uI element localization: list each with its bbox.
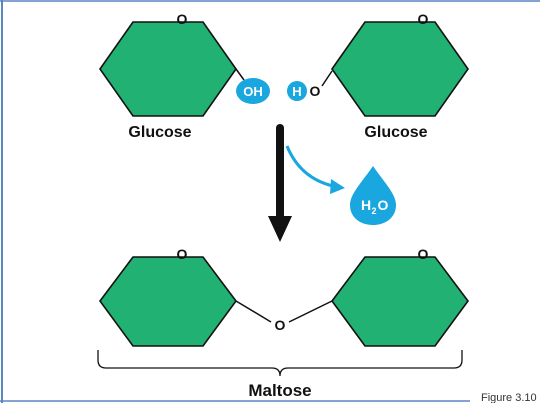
water-o: O [378,197,389,213]
water-subscript: 2 [371,206,376,216]
right-oxygen-label: O [310,83,321,99]
bridge-oxygen-label: O [275,317,286,333]
hydroxyl-bubble [236,78,270,104]
glycosidic-bond-left [235,300,272,323]
ring-oxygen-left: O [177,11,188,27]
maltose-left-ring [99,256,237,347]
water-drop-icon: H 2 O [350,166,396,225]
water-release-arrow [285,145,345,194]
glucose-left-ring [99,21,237,117]
arrow-down-icon [268,124,292,242]
hydrogen-label: H [292,84,301,99]
maltose-left-ring-oxygen: O [177,246,188,262]
hydroxyl-label: OH [243,84,263,99]
glucose-left-label: Glucose [128,124,191,141]
glucose-right-ring [331,21,469,117]
glucose-right-label: Glucose [364,124,427,141]
maltose-right-ring-oxygen: O [418,246,429,262]
maltose-right-ring [331,256,469,347]
ring-oxygen-right: O [418,11,429,27]
bond-to-hydroxyl [235,68,245,81]
hydrogen-bubble [287,81,307,101]
maltose-bracket [97,350,463,377]
figure-caption: Figure 3.10 [481,392,537,403]
bond-oxygen-to-ring [321,70,333,87]
water-h: H [361,197,371,213]
glycosidic-bond-right [288,300,333,323]
maltose-label: Maltose [248,381,311,400]
